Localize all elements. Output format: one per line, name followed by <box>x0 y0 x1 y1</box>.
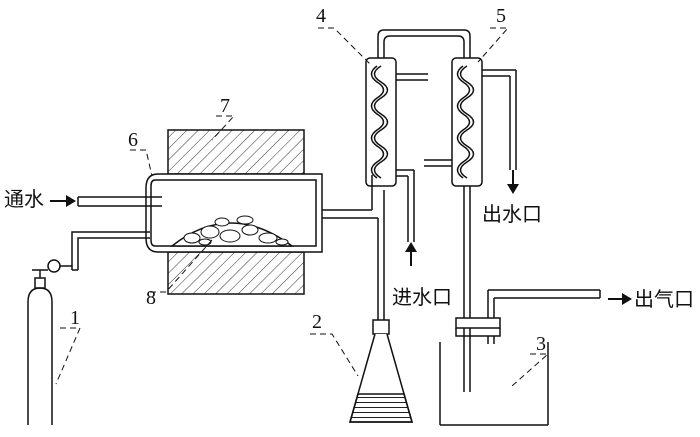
condenser-4 <box>365 36 428 242</box>
gas-out-arrow <box>608 293 632 305</box>
water-in-arrow <box>50 195 76 207</box>
number-7: 7 <box>220 95 230 117</box>
water-in-arrow-2 <box>405 242 417 266</box>
bridge-tube <box>377 29 471 58</box>
water-out-arrow <box>507 170 519 194</box>
label-water-inlet-condenser: 进水口 <box>392 287 452 309</box>
furnace <box>167 129 305 295</box>
number-1: 1 <box>70 307 80 329</box>
collection-flask <box>349 319 413 423</box>
label-gas-outlet: 出气口 <box>634 289 694 311</box>
gas-cylinder <box>27 231 150 425</box>
number-2: 2 <box>312 311 322 333</box>
label-water-inlet: 通水 <box>4 189 44 211</box>
number-8: 8 <box>146 287 156 309</box>
reactor-tube <box>145 173 323 253</box>
sample-bed <box>169 215 295 247</box>
number-4: 4 <box>316 5 326 27</box>
water-inlet-pipe <box>77 196 162 207</box>
number-5: 5 <box>496 5 506 27</box>
number-6: 6 <box>128 129 138 151</box>
number-3: 3 <box>536 333 546 355</box>
label-water-outlet: 出水口 <box>482 204 542 226</box>
condenser-5 <box>424 57 517 392</box>
outlet-pipe <box>322 175 385 320</box>
leader-lines <box>55 27 550 387</box>
gas-trap <box>439 289 601 426</box>
